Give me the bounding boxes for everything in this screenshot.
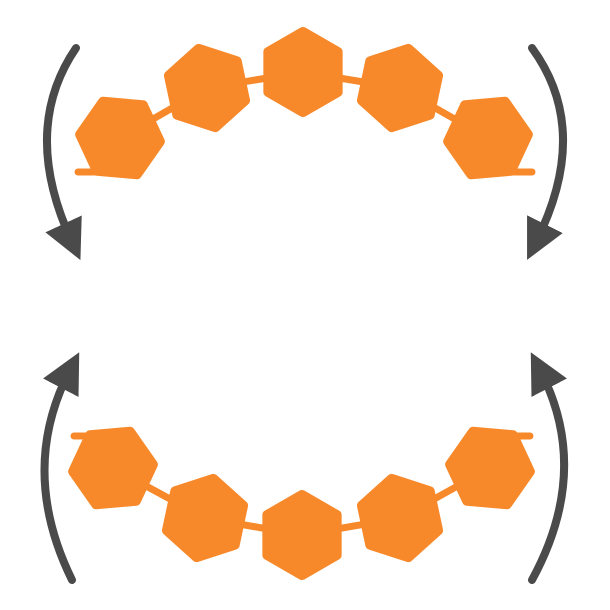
hexagon-link [262, 490, 342, 580]
hexagon-link [356, 43, 444, 133]
bottom-hexagon-chain [68, 426, 535, 580]
hexagon-link [75, 96, 165, 180]
hexagon-link [263, 27, 343, 117]
curved-arrow-icon [42, 44, 82, 261]
top-hexagon-chain [74, 27, 536, 180]
hexagon-link [443, 96, 533, 180]
curved-arrow-icon [40, 352, 80, 584]
hexagon-link [445, 426, 535, 510]
hexagon-link [163, 43, 251, 133]
curved-arrow-icon [528, 352, 569, 584]
hexagon-link [68, 426, 158, 510]
arrows [40, 44, 569, 584]
hexagon-link [161, 473, 249, 563]
curved-arrow-icon [527, 44, 568, 260]
hexagon-link [356, 473, 444, 563]
